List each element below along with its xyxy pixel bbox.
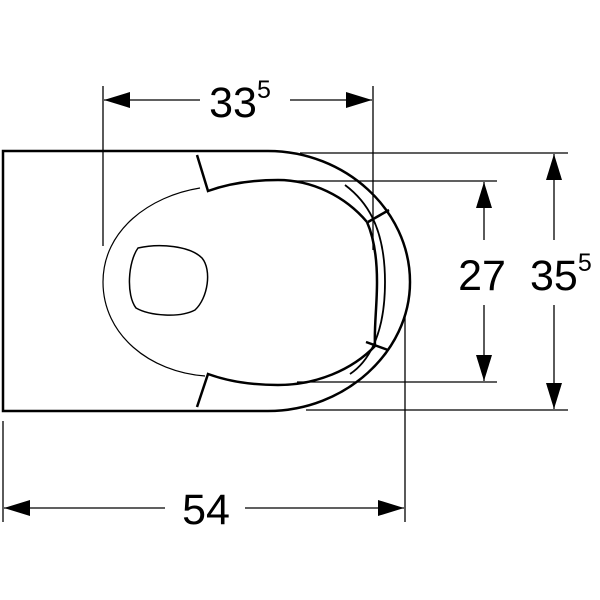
inner-bowl-rim — [102, 187, 206, 377]
hinge-tick-top — [367, 208, 390, 224]
seat-top-contour — [195, 154, 368, 223]
seat-outer-contour — [344, 184, 386, 375]
dimension-total-length: 54 — [4, 486, 404, 534]
outer-bowl-contour — [197, 149, 412, 413]
seat-front-arc — [365, 221, 379, 347]
dimension-inner-height: 27 — [458, 182, 506, 381]
dimension-label-total-length: 54 — [182, 486, 230, 534]
dimension-outer-height: 355 — [530, 154, 592, 409]
dimension-label-inner-height: 27 — [458, 252, 506, 300]
hinge-tick-bottom — [365, 340, 389, 352]
dimension-label-inner-width: 335 — [209, 76, 271, 127]
seat-bottom-contour — [195, 345, 376, 408]
mounting-block — [1, 149, 197, 413]
extension-lines — [2, 86, 568, 522]
dimension-inner-width: 335 — [104, 76, 372, 127]
drain-opening — [128, 244, 209, 316]
toilet-outline — [1, 149, 412, 413]
dimension-label-outer-height: 355 — [530, 249, 592, 300]
